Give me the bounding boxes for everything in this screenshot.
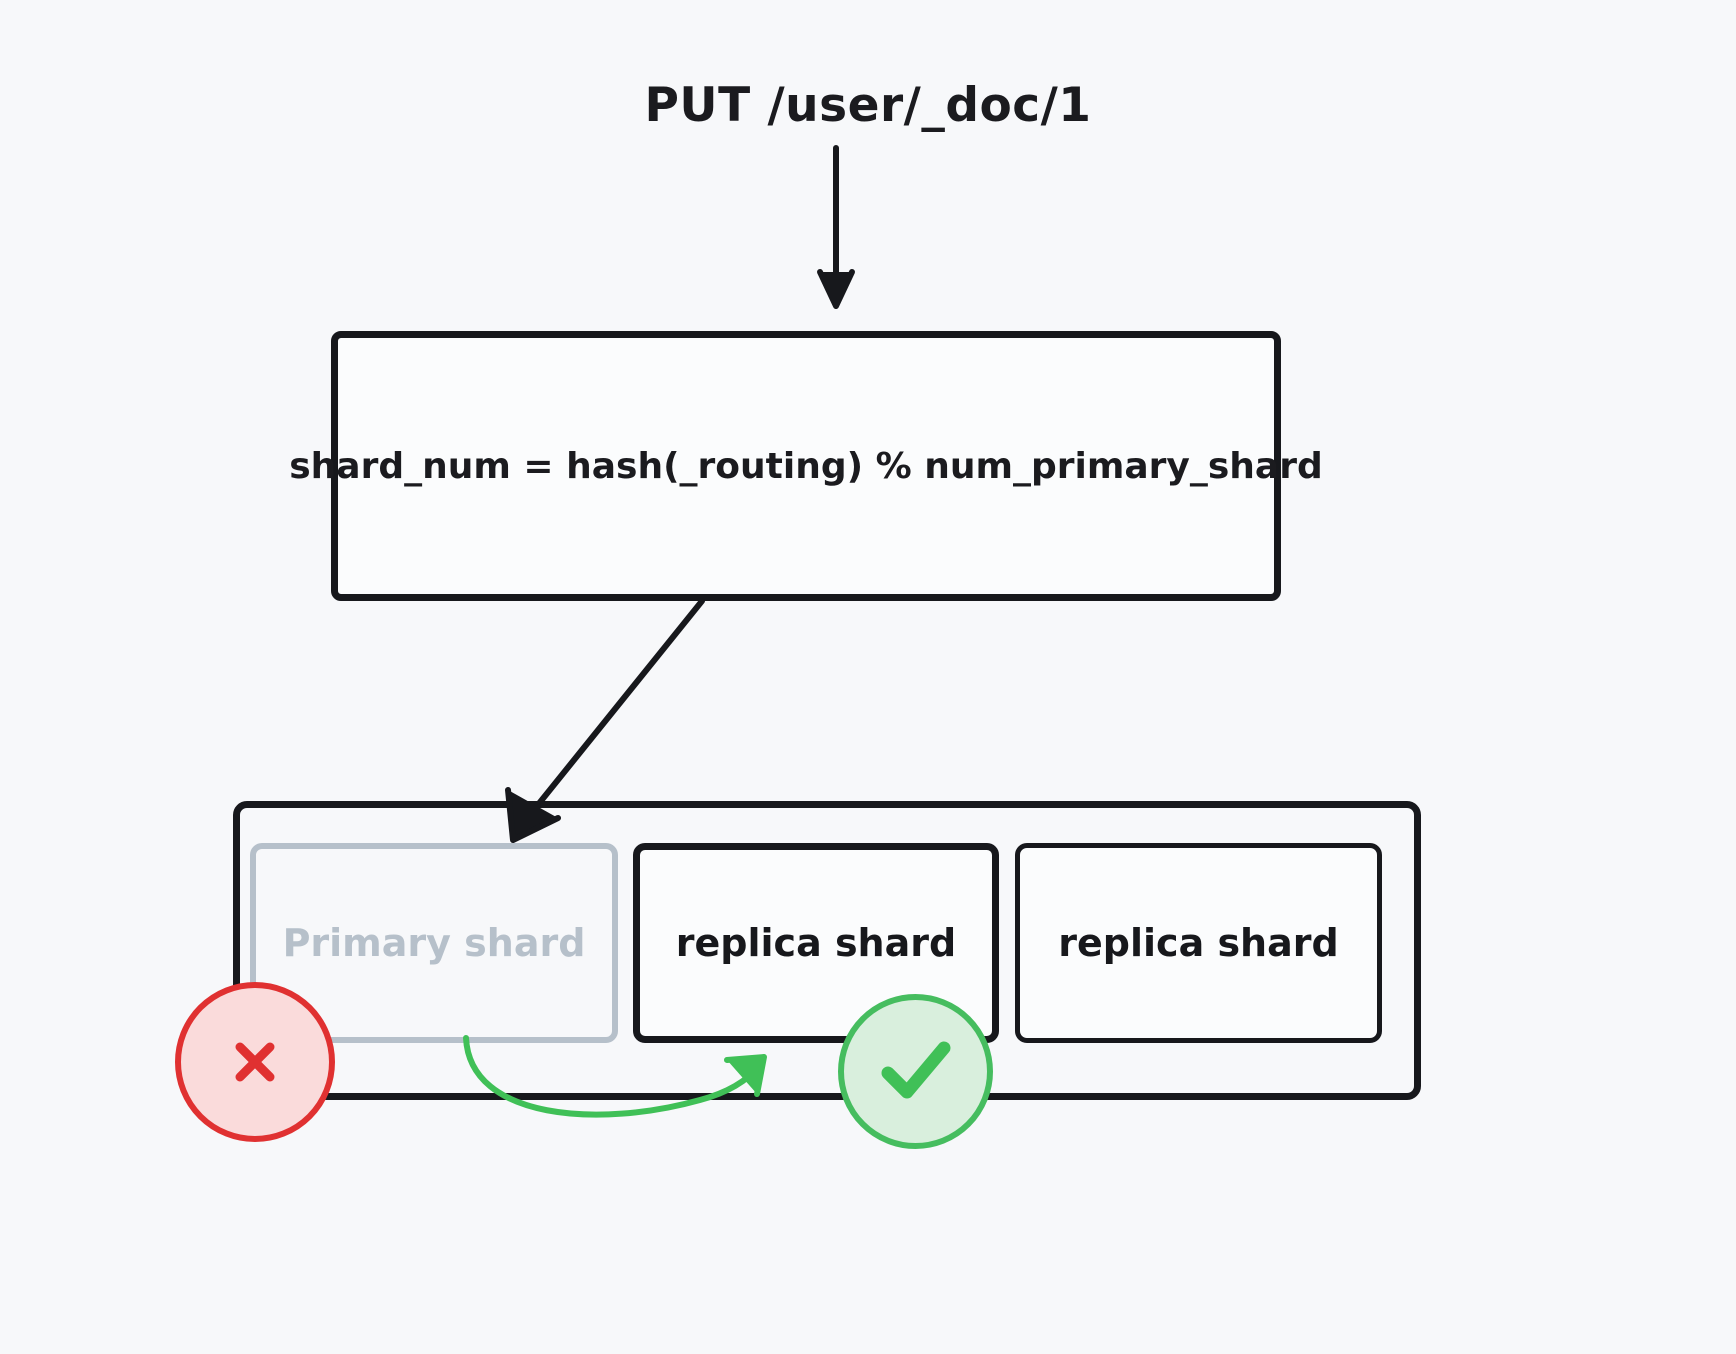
routing-formula-text: shard_num = hash(_routing) % num_primary… <box>289 445 1323 487</box>
request-arrow <box>817 145 855 309</box>
shard-label-replica-2: replica shard <box>1058 921 1339 965</box>
shard-label-primary: Primary shard <box>282 921 586 965</box>
cross-icon <box>235 1042 275 1082</box>
page-title: PUT /user/_doc/1 <box>644 78 1092 133</box>
shard-box-replica-2[interactable]: replica shard <box>1015 843 1382 1043</box>
success-badge <box>838 994 993 1149</box>
routing-formula-box: shard_num = hash(_routing) % num_primary… <box>289 331 1323 601</box>
shard-label-replica-1: replica shard <box>675 921 957 965</box>
fail-badge <box>175 982 335 1142</box>
cluster-container <box>233 801 1421 1100</box>
check-icon <box>881 1041 951 1099</box>
shard-box-replica-1[interactable]: replica shard <box>633 843 999 1043</box>
shard-box-primary[interactable]: Primary shard <box>250 843 618 1043</box>
